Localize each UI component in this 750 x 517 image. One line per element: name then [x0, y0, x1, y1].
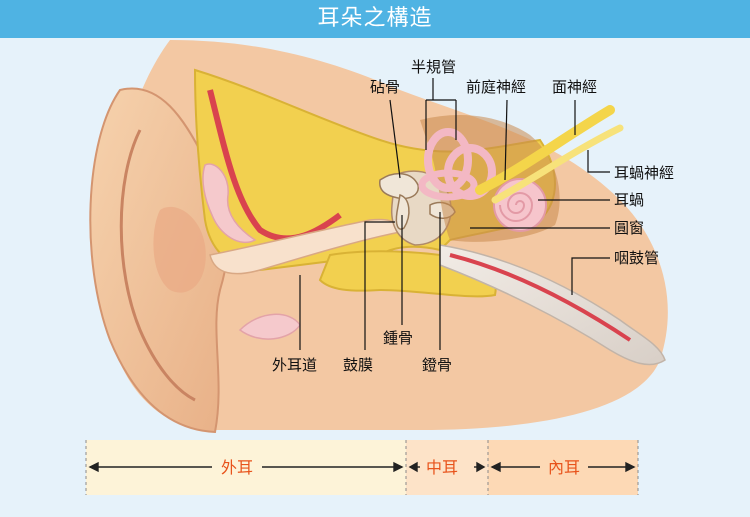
- label-eardrum: 鼓膜: [343, 356, 373, 374]
- label-malleus: 鍾骨: [383, 329, 413, 347]
- section-label-inner: 內耳: [548, 458, 580, 477]
- label-facial-nerve: 面神經: [552, 78, 597, 96]
- label-cochlear-nerve: 耳蝸神經: [614, 164, 674, 182]
- section-label-outer: 外耳: [221, 458, 253, 477]
- label-semicircular-canals: 半規管: [411, 58, 456, 76]
- label-incus: 砧骨: [370, 78, 400, 96]
- label-stapes: 鐙骨: [422, 356, 452, 374]
- label-cochlea: 耳蝸: [614, 191, 644, 209]
- label-round-window: 圓窗: [614, 219, 644, 237]
- section-label-middle: 中耳: [426, 458, 458, 477]
- label-eustachian-tube: 咽鼓管: [614, 249, 659, 267]
- label-ear-canal: 外耳道: [272, 356, 317, 374]
- label-vestibular-nerve: 前庭神經: [466, 78, 526, 96]
